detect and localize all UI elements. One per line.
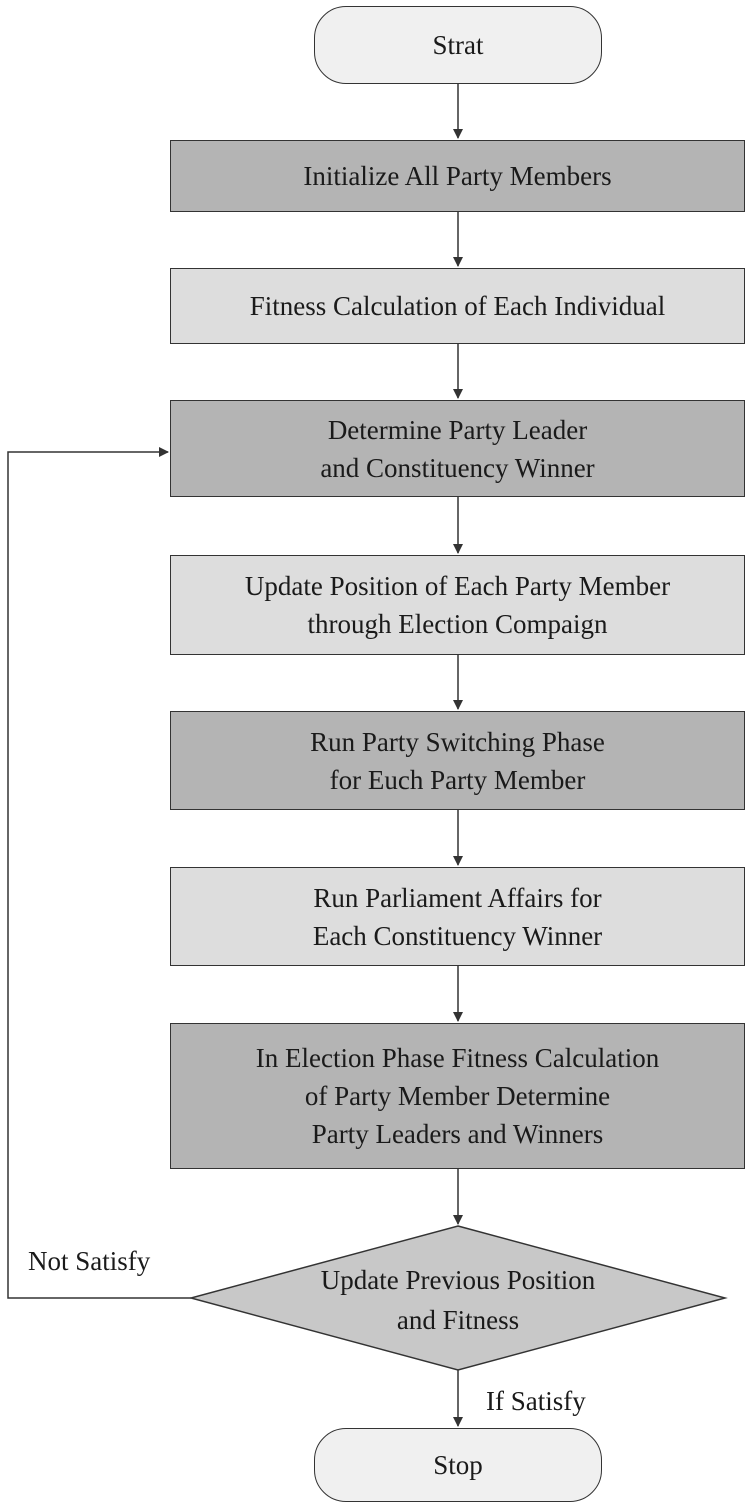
step-election-phase: In Election Phase Fitness Calculation of… — [170, 1023, 745, 1169]
start-label: Strat — [432, 30, 484, 60]
start-terminal: Strat — [314, 6, 602, 84]
step-5-line-1: Run Party Switching Phase — [310, 726, 605, 757]
step-7-line-2: of Party Member Determine — [304, 1081, 611, 1111]
step-4-line-1: Update Position of Each Party Member — [244, 571, 671, 601]
step-5-line-2: for Euch Party Member — [329, 764, 586, 795]
step-fitness-calculation: Fitness Calculation of Each Individual — [170, 268, 745, 344]
stop-terminal: Stop — [314, 1428, 602, 1502]
step-update-position: Update Position of Each Party Member thr… — [170, 555, 745, 655]
stop-label: Stop — [433, 1450, 483, 1480]
step-determine-party-leader: Determine Party Leader and Constituency … — [170, 400, 745, 497]
not-satisfy-label: Not Satisfy — [28, 1246, 151, 1276]
step-parliament-affairs: Run Parliament Affairs for Each Constitu… — [170, 867, 745, 966]
decision-line-2: and Fitness — [396, 1305, 520, 1335]
step-6-line-1: Run Parliament Affairs for — [313, 882, 602, 913]
step-6-line-2: Each Constituency Winner — [312, 920, 603, 951]
step-3-line-2: and Constituency Winner — [320, 452, 595, 483]
decision-node: Update Previous Position and Fitness — [278, 1258, 638, 1342]
step-party-switching: Run Party Switching Phase for Euch Party… — [170, 711, 745, 810]
step-1-line-1: Initialize All Party Members — [303, 161, 612, 191]
decision-line-1: Update Previous Position — [320, 1265, 596, 1295]
step-initialize-party-members: Initialize All Party Members — [170, 140, 745, 212]
step-4-line-2: through Election Compaign — [307, 609, 608, 639]
arrow-loop-back — [7, 447, 191, 1299]
step-7-line-1: In Election Phase Fitness Calculation — [255, 1043, 660, 1073]
step-2-line-1: Fitness Calculation of Each Individual — [249, 291, 666, 321]
if-satisfy-label: If Satisfy — [486, 1386, 586, 1416]
step-7-line-3: Party Leaders and Winners — [311, 1119, 604, 1149]
step-3-line-1: Determine Party Leader — [327, 414, 588, 445]
